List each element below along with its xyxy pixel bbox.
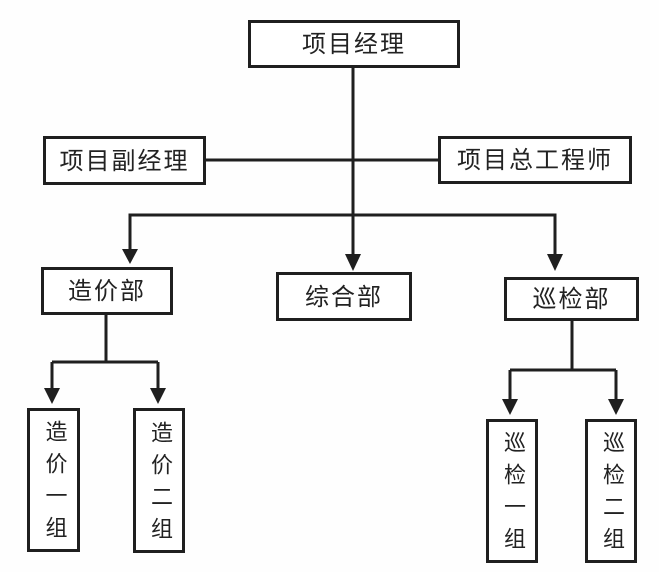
- node-cost-dept: 造价部: [41, 267, 173, 315]
- arrowhead-inspection-group-1: [502, 399, 518, 415]
- node-chief-engineer-label: 项目总工程师: [457, 146, 613, 174]
- connector-inspection-subtree: [508, 319, 618, 401]
- node-project-manager-label: 项目经理: [302, 30, 406, 58]
- arrowhead-inspection-group-2: [608, 399, 624, 415]
- connector-cost-subtree: [50, 314, 160, 390]
- node-inspection-group-1: 巡检一组: [486, 419, 538, 563]
- node-inspection-group-2: 巡检二组: [585, 419, 637, 563]
- node-cost-group-2: 造价二组: [133, 408, 185, 553]
- node-cost-dept-label: 造价部: [68, 277, 146, 305]
- node-project-manager: 项目经理: [248, 20, 460, 68]
- node-inspection-group-1-label: 巡检一组: [500, 431, 525, 559]
- arrowhead-cost-group-2: [150, 388, 166, 404]
- arrowhead-cost-group-1: [44, 388, 60, 404]
- arrowhead-general-dept: [345, 254, 361, 271]
- node-general-dept: 综合部: [276, 272, 412, 321]
- node-deputy-project-manager: 项目副经理: [43, 136, 206, 185]
- connector-branch-bar: [128, 213, 557, 256]
- arrowhead-inspection-dept: [547, 254, 563, 271]
- node-inspection-dept: 巡检部: [504, 277, 639, 321]
- arrowhead-cost-dept: [122, 249, 138, 264]
- node-deputy-project-manager-label: 项目副经理: [59, 146, 190, 175]
- node-inspection-group-2-label: 巡检二组: [599, 431, 624, 559]
- node-cost-group-1: 造价一组: [27, 408, 80, 552]
- node-cost-group-1-label: 造价一组: [41, 420, 67, 548]
- node-cost-group-2-label: 造价二组: [147, 420, 172, 549]
- node-chief-engineer: 项目总工程师: [438, 136, 632, 184]
- node-inspection-dept-label: 巡检部: [532, 285, 611, 313]
- node-general-dept-label: 综合部: [305, 282, 383, 311]
